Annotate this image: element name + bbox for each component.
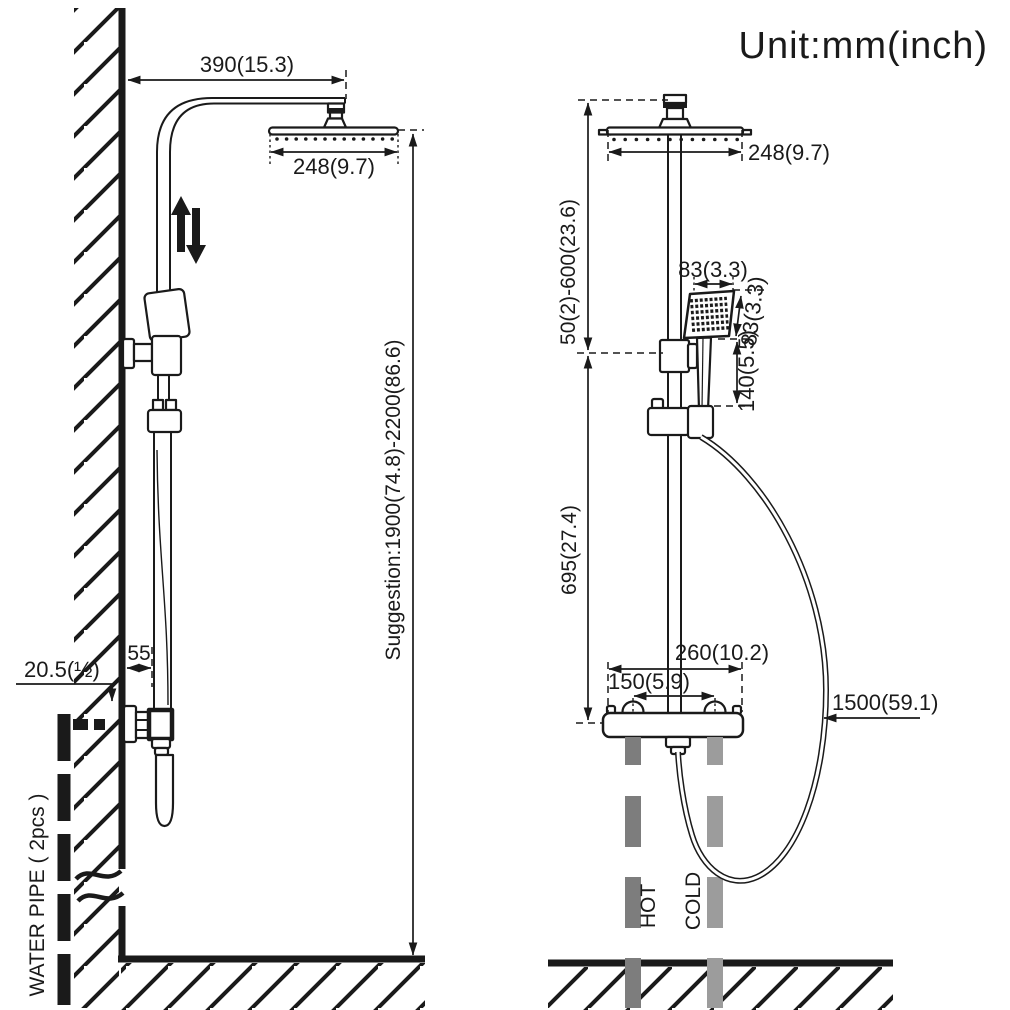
hand-shower-holder-side: [121, 287, 191, 377]
hand-shower-side: [143, 287, 191, 343]
hanging-hose-end: [154, 753, 175, 828]
hot-label: HOT: [637, 884, 660, 929]
water-pipe-label: WATER PIPE ( 2pcs ): [26, 793, 49, 996]
height-adjust-arrows: [171, 196, 206, 264]
thermostatic-faucet-bar: [601, 700, 745, 756]
hot-water-pipe: [625, 737, 641, 1008]
right-view-front-elevation: HOT COLD 248(9.7) 50(2)-600(23.6) 695(27…: [548, 93, 938, 1010]
svg-text:260(10.2): 260(10.2): [675, 640, 769, 665]
wall-break-squiggle: [74, 869, 123, 881]
dim-hand-width: 83(3.3): [678, 257, 748, 293]
svg-text:150(5.9): 150(5.9): [608, 669, 690, 694]
left-view-side-elevation: WATER PIPE ( 2pcs ): [16, 8, 425, 1010]
dim-wall-thread: 20.5(½): [16, 657, 117, 702]
in-wall-water-pipe: [57, 714, 105, 1005]
dim-install-height: Suggestion:1900(74.8)-2200(86.6): [382, 129, 424, 956]
svg-text:248(9.7): 248(9.7): [293, 154, 375, 179]
shower-arm-and-riser: [156, 97, 346, 372]
svg-text:140(5.5): 140(5.5): [734, 330, 759, 412]
dim-hose-length: 1500(59.1): [823, 690, 938, 723]
slider-bracket-upper: [658, 338, 699, 374]
dim-wall-offset: 55: [126, 642, 153, 687]
cold-label: COLD: [682, 872, 705, 930]
wall-union-valve: [122, 704, 175, 828]
svg-text:20.5(½): 20.5(½): [24, 657, 100, 682]
unit-title: Unit:mm(inch): [739, 25, 988, 67]
svg-text:1500(59.1): 1500(59.1): [832, 690, 938, 715]
wall-break-squiggle: [76, 891, 125, 903]
head-connector: [322, 102, 348, 129]
svg-text:Suggestion:1900(74.8)-2200(86.: Suggestion:1900(74.8)-2200(86.6): [382, 339, 405, 660]
wall-hatch: [74, 8, 119, 1008]
hose-outlet-nut: [664, 735, 692, 749]
dim-head-width-right: 248(9.7): [607, 130, 830, 165]
dim-slider-range: 50(2)-600(23.6): [557, 99, 668, 351]
shower-hose: [675, 434, 830, 884]
dim-arm-reach: 390(15.3): [127, 52, 347, 99]
hand-shower-nozzle-grid: [689, 296, 730, 334]
svg-text:695(27.4): 695(27.4): [558, 505, 581, 595]
hand-shower-handle: [695, 336, 713, 412]
cold-water-pipe: [707, 737, 723, 1008]
riser-lower-section: [146, 375, 183, 710]
svg-text:248(9.7): 248(9.7): [748, 140, 830, 165]
svg-text:55: 55: [127, 642, 150, 665]
svg-text:50(2)-600(23.6): 50(2)-600(23.6): [557, 199, 580, 345]
floor-hatch: [121, 963, 425, 1010]
dim-head-width-left: 248(9.7): [269, 134, 399, 179]
slider-bracket-lower: [646, 397, 715, 440]
dim-inlet-spacing: 150(5.9): [608, 669, 716, 712]
svg-text:390(15.3): 390(15.3): [200, 52, 294, 77]
dim-handle-length: 140(5.5): [714, 330, 759, 412]
svg-text:83(3.3): 83(3.3): [678, 257, 748, 282]
dim-column-lower: 695(27.4): [558, 352, 663, 724]
dim-valve-width: 260(10.2): [607, 640, 769, 712]
rain-shower-head-side: [267, 126, 400, 136]
hand-shower-front: [682, 289, 736, 412]
rain-shower-head-front: [597, 126, 753, 142]
